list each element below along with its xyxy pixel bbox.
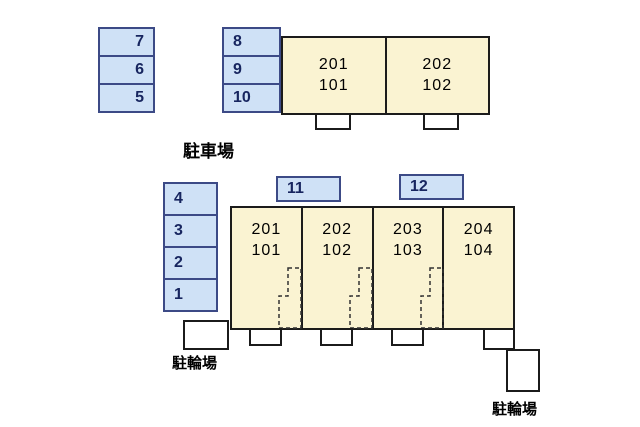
bike-parking-label-right: 駐輪場 [492,401,538,418]
building-unit: 203 103 [371,208,443,328]
unit-number-lower: 101 [251,241,282,259]
building-unit: 202 102 [300,208,372,328]
entrance-step [320,328,353,346]
space-number: 3 [174,222,183,239]
parking-space: 7 [98,27,155,57]
entrance-step [483,328,515,350]
unit-number-upper: 202 [322,221,352,238]
building-unit: 201 101 [283,38,385,113]
entrance-step [423,113,459,130]
unit-number-lower: 102 [322,241,352,259]
entrance-step [391,328,424,346]
space-number: 10 [233,89,251,106]
unit-number-upper: 201 [318,55,349,73]
bike-parking-label-left: 駐輪場 [172,355,218,372]
parking-space: 8 [222,27,281,57]
parking-lot-label: 駐車場 [183,142,234,161]
space-number: 6 [135,61,144,78]
space-number: 11 [287,180,304,197]
unit-number-upper: 201 [251,221,282,238]
parking-space: 12 [399,174,464,200]
parking-space: 9 [222,55,281,85]
unit-number-lower: 101 [318,76,349,94]
parking-column-4-3-2-1: 4 3 2 1 [163,182,218,312]
unit-number-upper: 202 [422,55,453,73]
space-number: 7 [135,33,144,50]
unit-number-lower: 103 [393,241,423,259]
building-unit: 201 101 [232,208,301,328]
entrance-step [249,328,282,346]
space-number: 12 [410,178,428,195]
space-number: 2 [174,254,183,271]
space-number: 4 [174,190,183,207]
staircase-dashed-outline [349,267,373,329]
parking-space: 4 [163,182,218,216]
parking-space: 1 [163,278,218,312]
unit-number-upper: 203 [393,221,423,238]
space-number: 1 [174,286,183,303]
building-unit: 204 104 [442,208,513,328]
staircase-dashed-outline [278,267,302,329]
space-number: 9 [233,61,242,78]
entrance-step [315,113,351,130]
space-number: 8 [233,33,242,50]
bike-parking-box-right [506,349,540,392]
parking-space: 10 [222,83,281,113]
parking-space: 3 [163,214,218,248]
parking-space: 11 [276,176,341,202]
parking-column-8-9-10: 8 9 10 [222,27,281,113]
building-unit: 202 102 [384,38,489,113]
building-top: 201 101 202 102 [281,36,490,115]
bike-parking-box-left [183,320,229,350]
parking-space: 6 [98,55,155,85]
parking-space: 2 [163,246,218,280]
parking-column-7-6-5: 7 6 5 [98,27,155,113]
unit-number-upper: 204 [463,221,494,238]
staircase-dashed-outline [420,267,444,329]
parking-space: 5 [98,83,155,113]
unit-number-lower: 102 [422,76,453,94]
unit-number-lower: 104 [463,241,494,259]
building-bottom: 201 101 202 102 203 103 204 104 [230,206,515,330]
space-number: 5 [135,89,144,106]
